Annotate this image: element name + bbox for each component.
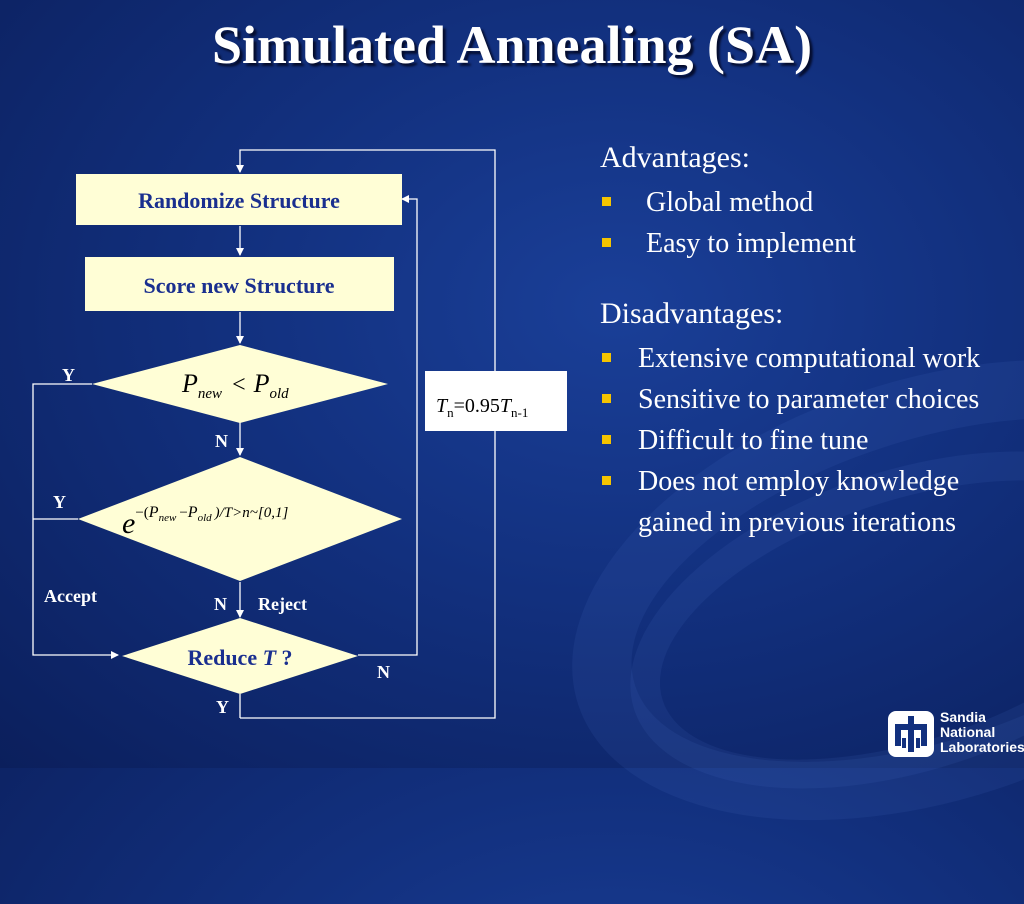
flow-connectors — [32, 149, 496, 719]
logo-line-1: Sandia — [940, 709, 986, 725]
flowchart: Randomize Structure Score new Structure … — [32, 149, 567, 719]
sandia-thunderbird-icon — [888, 711, 934, 757]
outer-loop-line — [236, 149, 496, 719]
bullet-square-icon — [602, 435, 611, 444]
reduce-suffix: ? — [276, 645, 293, 670]
score-structure-text: Score new Structure — [143, 273, 334, 298]
label-cond1-no: N — [215, 431, 228, 451]
cond2-open: −( — [135, 505, 148, 521]
score-structure-box — [85, 257, 394, 311]
reduce-prefix: Reduce — [187, 645, 262, 670]
tn-prev-subscript: n-1 — [511, 405, 528, 420]
disadvantage-text: Does not employ knowledge gained in prev… — [638, 466, 960, 538]
advantage-item: Easy to implement — [600, 223, 1010, 264]
cond2-p-old: P — [187, 504, 198, 521]
logo-line-2: National — [940, 724, 996, 740]
temperature-update-box — [425, 371, 567, 431]
tn-symbol: T — [436, 395, 449, 417]
disadvantages-heading: Disadvantages: — [600, 297, 784, 330]
disadvantage-text: Sensitive to parameter choices — [638, 384, 980, 415]
advantage-text: Global method — [646, 187, 814, 218]
bullet-square-icon — [602, 394, 611, 403]
label-accept: Accept — [44, 586, 97, 606]
advantages-list: Global method Easy to implement — [600, 182, 1010, 264]
decision-acceptance-probability — [78, 457, 402, 581]
tn-prev-symbol: T — [500, 395, 513, 417]
label-reduce-no: N — [377, 662, 390, 682]
cond1-old-subscript: old — [270, 386, 290, 402]
label-cond2-yes: Y — [53, 492, 66, 512]
label-reduce-yes: Y — [216, 697, 229, 717]
reduce-t-symbol: T — [263, 645, 278, 670]
cond1-less-than: < — [232, 372, 246, 398]
cond1-p-symbol-old: P — [253, 369, 270, 398]
advantage-item: Global method — [600, 182, 1010, 223]
cond1-formula: Pnew < Pold — [181, 369, 289, 402]
disadvantage-text: Extensive computational work — [638, 343, 981, 374]
cond2-tail: )/T>n~[0,1] — [214, 505, 289, 521]
bullet-square-icon — [602, 238, 611, 247]
bullet-square-icon — [602, 353, 611, 362]
cond2-formula: e−(Pnew−Pold)/T>n~[0,1] — [122, 504, 288, 540]
tn-subscript: n — [447, 405, 454, 420]
pros-cons-panel: Advantages: Global method Easy to implem… — [600, 138, 1010, 573]
randomize-structure-text: Randomize Structure — [138, 188, 340, 213]
logo-line-3: Laboratories — [940, 739, 1024, 755]
sandia-logo-text: Sandia National Laboratories — [940, 710, 1024, 755]
label-cond2-no: N — [214, 594, 227, 614]
cond1-p-symbol: P — [181, 369, 198, 398]
disadvantage-item: Extensive computational work — [600, 338, 1010, 379]
disadvantage-item: Does not employ knowledge gained in prev… — [600, 461, 1010, 543]
cond2-new-subscript: new — [159, 512, 177, 524]
tn-equals-factor: =0.95 — [454, 395, 500, 417]
temperature-update-formula: Tn=0.95Tn-1 — [436, 395, 528, 420]
disadvantage-item: Sensitive to parameter choices — [600, 379, 1010, 420]
cond2-old-subscript: old — [198, 512, 213, 524]
disadvantages-list: Extensive computational work Sensitive t… — [600, 338, 1010, 543]
decision-reduce-t — [122, 618, 358, 694]
bullet-square-icon — [602, 476, 611, 485]
label-reject: Reject — [258, 594, 307, 614]
randomize-structure-box — [76, 174, 402, 225]
cond2-minus: − — [179, 505, 187, 521]
decision-p-new-less-than-p-old — [92, 345, 388, 423]
advantages-heading: Advantages: — [600, 141, 750, 174]
disadvantage-text: Difficult to fine tune — [638, 425, 869, 456]
disadvantage-item: Difficult to fine tune — [600, 420, 1010, 461]
bullet-square-icon — [602, 197, 611, 206]
advantage-text: Easy to implement — [646, 228, 856, 259]
cond1-new-subscript: new — [198, 386, 222, 402]
cond2-p-new: P — [148, 504, 159, 521]
cond2-e-symbol: e — [122, 507, 135, 540]
inner-loop-line — [358, 195, 418, 656]
sandia-logo: Sandia National Laboratories — [886, 708, 1024, 760]
slide-title: Simulated Annealing (SA) — [211, 15, 813, 75]
label-cond1-yes: Y — [62, 365, 75, 385]
reduce-t-text: Reduce T ? — [187, 645, 292, 670]
